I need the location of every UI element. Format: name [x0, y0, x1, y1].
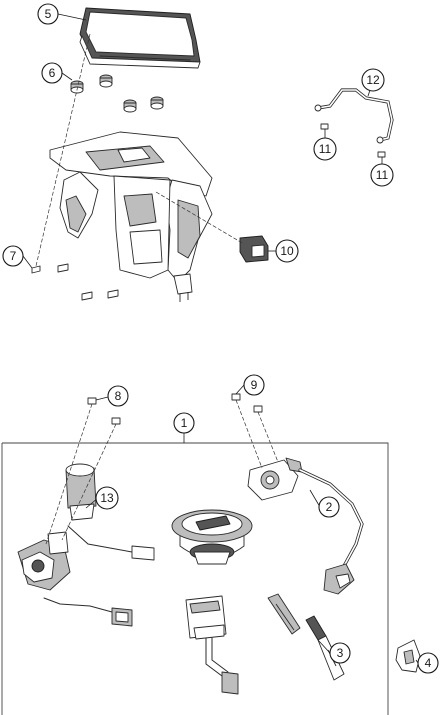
callout-8: 8 [107, 385, 129, 407]
svg-text:4: 4 [425, 656, 432, 670]
callout-3: 3 [329, 642, 351, 664]
callout-6: 6 [41, 62, 63, 84]
callout-5: 5 [37, 3, 59, 25]
callout-10: 10 [275, 239, 299, 263]
control-unit [185, 595, 239, 695]
key-blank [267, 593, 301, 635]
assembly-line [45, 403, 93, 545]
lock-wiring [43, 525, 155, 627]
svg-text:7: 7 [10, 249, 17, 263]
callout-11-left: 11 [313, 137, 337, 161]
usb-socket [239, 235, 269, 263]
svg-text:10: 10 [280, 244, 294, 258]
instrument-bracket [49, 131, 213, 302]
svg-text:2: 2 [326, 500, 333, 514]
callout-2: 2 [318, 496, 340, 518]
rubber-grommets [70, 74, 164, 113]
dashboard-display [79, 7, 201, 69]
svg-text:1: 1 [181, 416, 188, 430]
assembly-line [155, 191, 245, 245]
callout-13: 13 [95, 486, 119, 510]
callout-1: 1 [173, 412, 195, 434]
svg-text:12: 12 [366, 73, 380, 87]
callout-12: 12 [361, 68, 385, 92]
long-screws [87, 397, 121, 425]
kit-frame [1, 442, 389, 715]
svg-text:5: 5 [45, 7, 52, 21]
seat-lock [247, 457, 364, 595]
assembly-line [235, 399, 263, 469]
callout-4: 4 [417, 652, 439, 674]
svg-text:6: 6 [49, 66, 56, 80]
assembly-line [35, 33, 91, 267]
svg-text:11: 11 [376, 168, 389, 182]
small-bracket [395, 639, 421, 673]
cable-holder [314, 88, 394, 144]
short-screws [231, 393, 263, 413]
callout-11-right: 11 [370, 163, 394, 187]
holder-screws [320, 123, 386, 158]
svg-text:9: 9 [251, 378, 258, 392]
callout-7: 7 [2, 245, 24, 267]
svg-text:13: 13 [100, 491, 114, 505]
callout-9: 9 [243, 374, 265, 396]
svg-text:11: 11 [319, 142, 332, 156]
fuel-tank-cap [171, 509, 253, 565]
bracket-screws [31, 263, 119, 301]
assembly-line [257, 411, 279, 463]
svg-text:8: 8 [115, 389, 122, 403]
ignition-lock [17, 463, 97, 591]
svg-text:3: 3 [337, 646, 344, 660]
assembly-line [61, 423, 117, 541]
leader-lines [22, 13, 419, 664]
